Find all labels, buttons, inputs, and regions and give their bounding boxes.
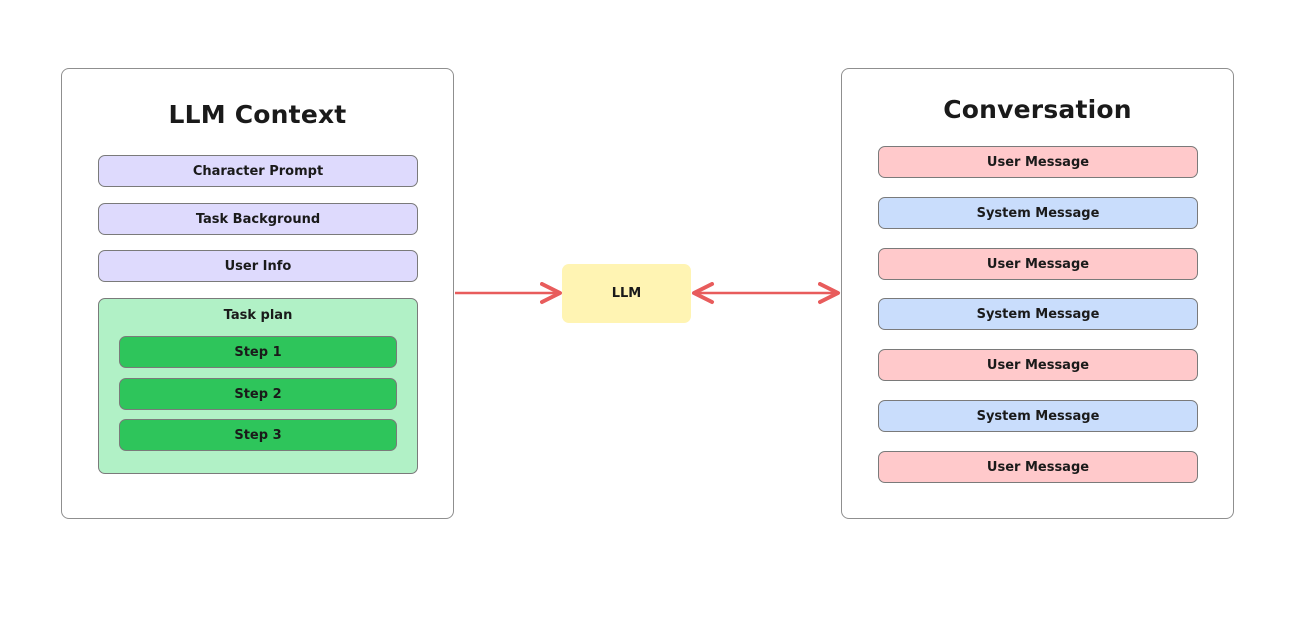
user-message-box[interactable]: User Message — [878, 146, 1198, 178]
task-plan-box[interactable]: Task plan Step 1 Step 2 Step 3 — [98, 298, 418, 474]
step-2-box[interactable]: Step 2 — [119, 378, 397, 410]
character-prompt-box[interactable]: Character Prompt — [98, 155, 418, 187]
user-message-box[interactable]: User Message — [878, 349, 1198, 381]
system-message-box[interactable]: System Message — [878, 298, 1198, 330]
llm-box[interactable]: LLM — [562, 264, 691, 323]
task-background-box[interactable]: Task Background — [98, 203, 418, 235]
user-message-box[interactable]: User Message — [878, 248, 1198, 280]
user-message-box[interactable]: User Message — [878, 451, 1198, 483]
user-info-box[interactable]: User Info — [98, 250, 418, 282]
llm-context-title: LLM Context — [168, 100, 347, 129]
task-plan-title: Task plan — [223, 308, 293, 323]
step-3-box[interactable]: Step 3 — [119, 419, 397, 451]
step-1-box[interactable]: Step 1 — [119, 336, 397, 368]
system-message-box[interactable]: System Message — [878, 197, 1198, 229]
llm-context-panel: LLM Context Character Prompt Task Backgr… — [61, 68, 454, 519]
conversation-title: Conversation — [943, 95, 1132, 124]
system-message-box[interactable]: System Message — [878, 400, 1198, 432]
conversation-panel: Conversation User Message System Message… — [841, 68, 1234, 519]
